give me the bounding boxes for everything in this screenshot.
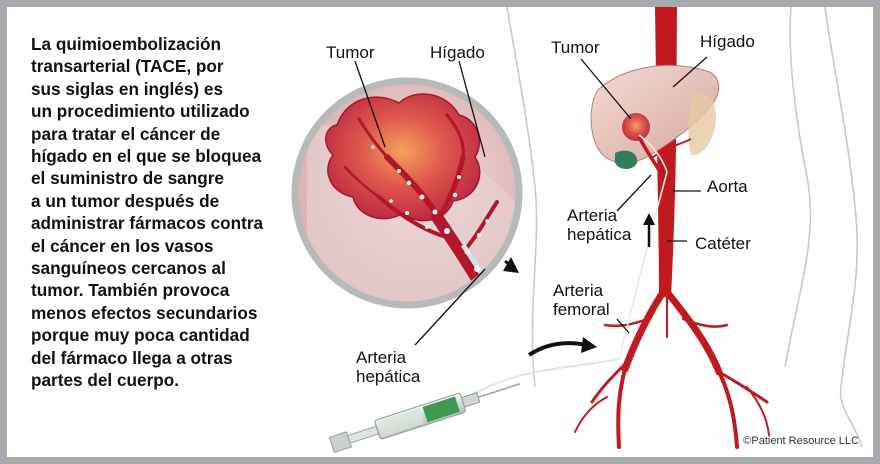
aorta	[655, 7, 677, 297]
label-zoom-hepatic-artery: Arteria hepática	[356, 348, 420, 386]
label-line: femoral	[553, 300, 610, 319]
credit-text: ©Patient Resource LLC	[743, 435, 859, 447]
label-line: Arteria	[553, 281, 610, 300]
label-body-hepatic-artery: Arteria hepática	[567, 206, 631, 244]
body-tumor	[622, 113, 650, 141]
label-line: Arteria	[567, 206, 631, 225]
zoom-circle	[295, 81, 527, 317]
label-body-liver: Hígado	[700, 32, 755, 51]
label-femoral-artery: Arteria femoral	[553, 281, 610, 319]
up-arrow	[643, 213, 655, 247]
curved-arrow	[529, 343, 587, 355]
syringe	[329, 374, 523, 454]
label-zoom-tumor: Tumor	[326, 43, 375, 62]
label-line: Arteria	[356, 348, 420, 367]
label-body-tumor: Tumor	[551, 38, 600, 57]
label-aorta: Aorta	[707, 177, 748, 196]
label-zoom-liver: Hígado	[430, 43, 485, 62]
body-liver-side	[688, 93, 716, 155]
illustration	[7, 7, 873, 457]
label-line: hepática	[567, 225, 631, 244]
label-line: hepática	[356, 367, 420, 386]
label-catheter: Catéter	[695, 234, 751, 253]
